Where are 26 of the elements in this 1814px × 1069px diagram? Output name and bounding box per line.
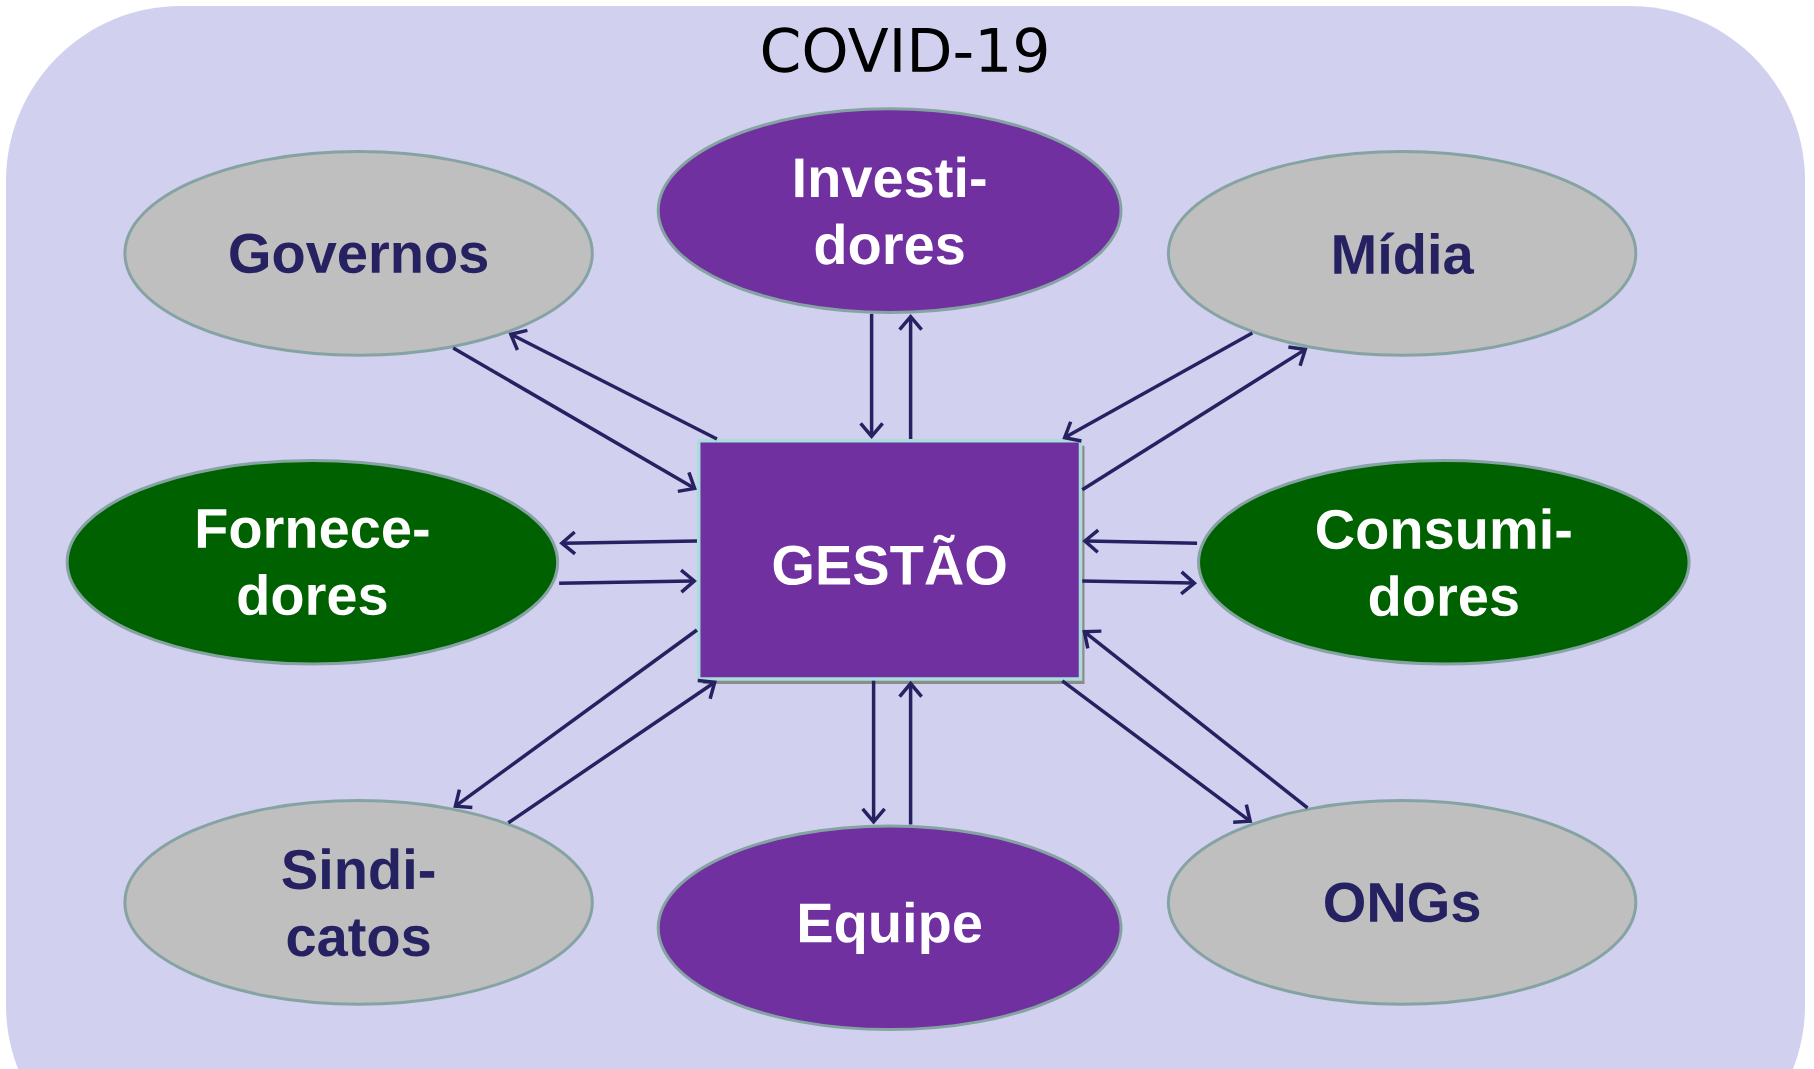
ellipse-node: Governos [123,150,594,357]
arrow [1081,345,1308,492]
arrow [1062,331,1254,443]
arrow [859,313,884,439]
ellipse-node: Fornece- dores [65,458,560,666]
arrow [898,680,923,825]
arrow [898,313,923,439]
ellipse-node: Sindi- catos [123,799,594,1006]
arrow [1061,679,1253,824]
arrow [452,346,697,494]
ellipse-node: Equipe [656,824,1123,1032]
arrow [861,680,886,825]
process-box: GESTÃO [696,439,1085,685]
arrow [508,328,718,441]
arrow [1082,570,1198,596]
ellipse-node: Consumi- dores [1197,458,1691,666]
arrow [1082,528,1198,554]
arrow [1082,629,1309,810]
title: COVID-19 [762,27,1047,73]
arrow [453,628,698,810]
arrow [559,530,697,556]
ellipse-node: Investi- dores [656,107,1123,314]
arrow [507,678,717,825]
arrow [559,568,697,594]
ellipse-node: ONGs [1166,799,1638,1006]
ellipse-node: Mídia [1166,150,1638,357]
